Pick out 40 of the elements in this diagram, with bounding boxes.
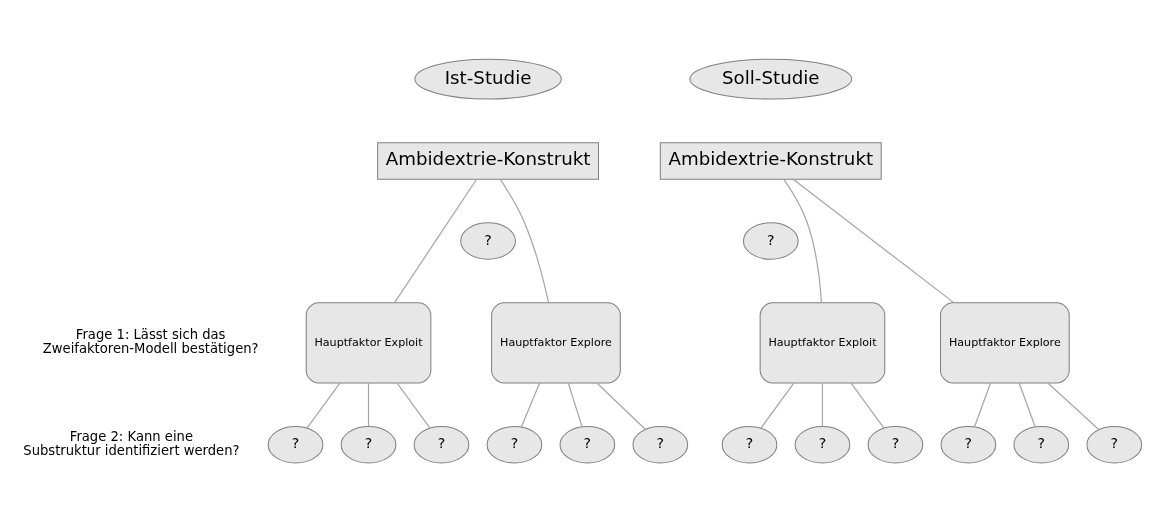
node-ellipse: Soll-Studie (689, 58, 853, 100)
connector (396, 382, 431, 429)
node-ellipse: ? (1086, 425, 1143, 464)
connector (520, 382, 541, 428)
node-ellipse: ? (413, 425, 470, 464)
connector (499, 178, 550, 304)
node-box: Ambidextrie-Konstrukt (377, 142, 600, 180)
node-ellipse: ? (460, 222, 516, 260)
connector (1047, 382, 1100, 431)
label: Frage 1: Lässt sich das Zweifaktoren-Modell bestätigen? (42, 327, 259, 357)
connector (973, 382, 992, 428)
connector (792, 178, 955, 304)
node-box: Hauptfaktor Exploit (759, 302, 886, 384)
node-ellipse: ? (632, 425, 689, 464)
node-box: Ambidextrie-Konstrukt (659, 142, 882, 180)
connector (306, 382, 341, 429)
node-ellipse: ? (340, 425, 397, 464)
node-ellipse: ? (1013, 425, 1070, 464)
connector (850, 382, 885, 429)
connector (567, 382, 583, 428)
node-ellipse: ? (721, 425, 778, 464)
node-ellipse: ? (940, 425, 997, 464)
label: Frage 2: Kann eine Substruktur identifiziert werden? (23, 429, 240, 459)
node-ellipse: ? (559, 425, 616, 464)
node-ellipse: ? (742, 222, 799, 260)
node-ellipse: ? (867, 425, 924, 464)
connector (821, 382, 824, 427)
node-ellipse: ? (794, 425, 851, 464)
connector (596, 382, 646, 430)
node-ellipse: Ist-Studie (414, 58, 562, 100)
connector (367, 382, 370, 427)
connector (1018, 382, 1036, 428)
node-ellipse: ? (486, 425, 543, 464)
connector (783, 178, 823, 304)
node-box: Hauptfaktor Exploit (305, 302, 432, 384)
node-ellipse: ? (267, 425, 324, 464)
node-box: Hauptfaktor Explore (491, 302, 621, 384)
connector (760, 382, 795, 429)
node-box: Hauptfaktor Explore (940, 302, 1070, 384)
connector (393, 178, 478, 304)
